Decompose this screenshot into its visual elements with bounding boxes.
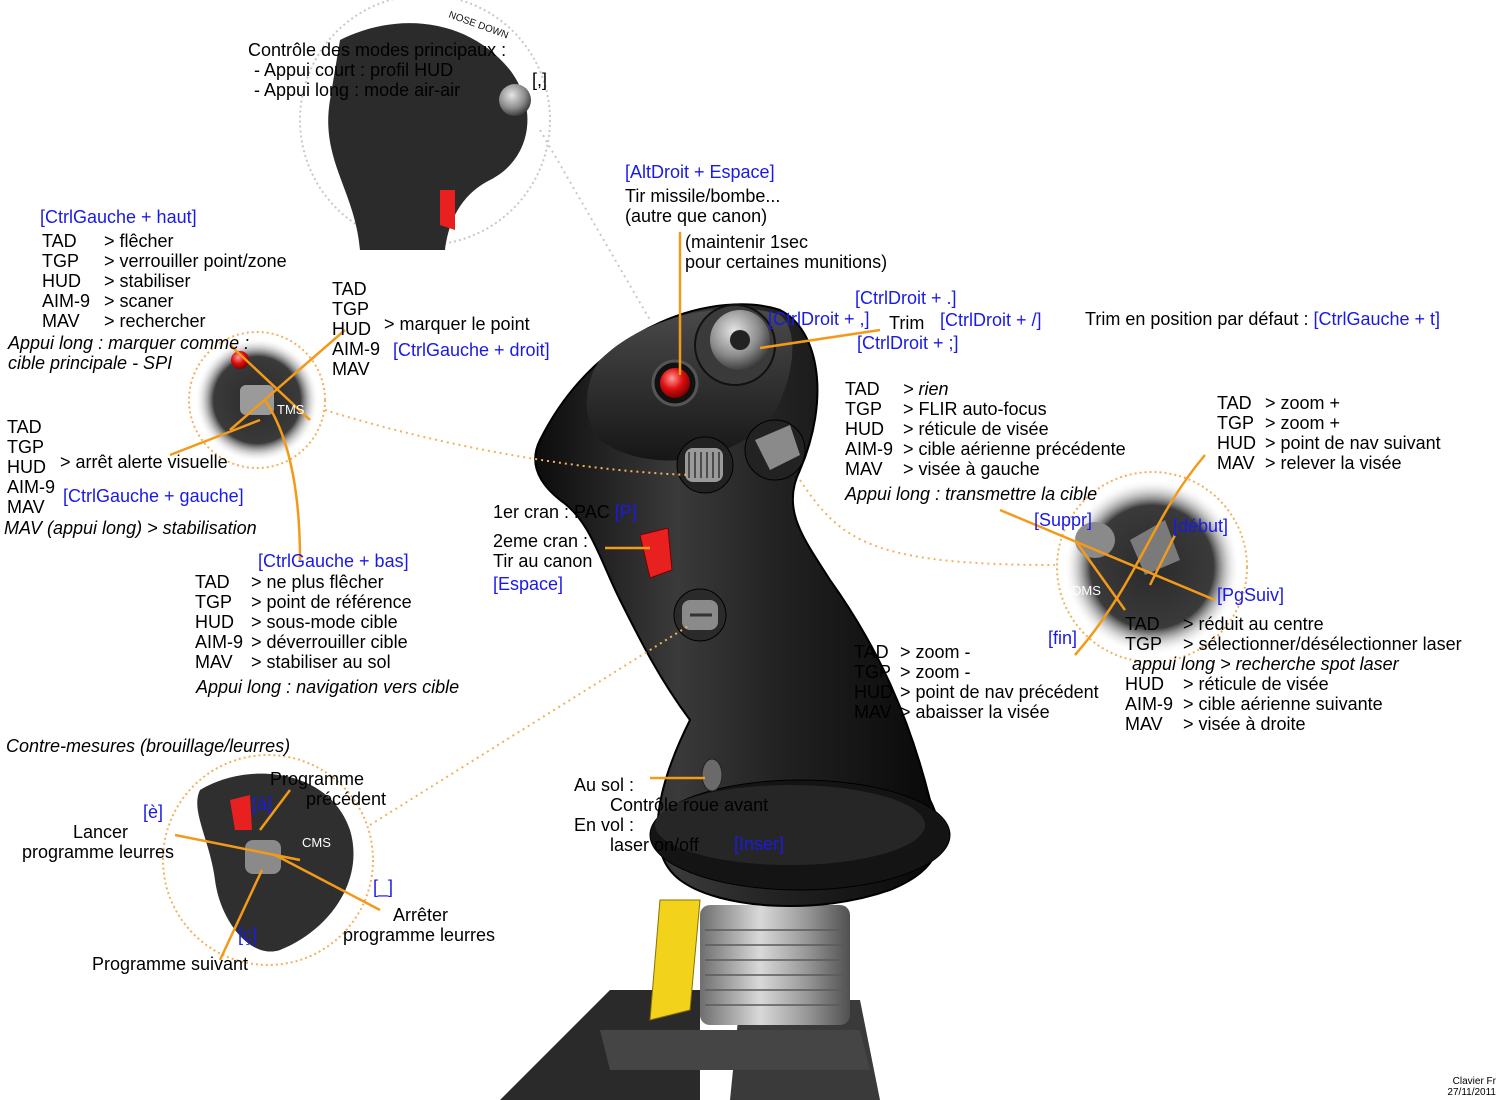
trim-default-text: Trim en position par défaut : [CtrlGauch… [1085,309,1441,329]
tms-down-key: [CtrlGauche + bas] [258,551,409,571]
dms-down-list: TAD> zoom - TGP> zoom - HUD> point de na… [854,642,1099,722]
dms-right-list-bottom: HUD> réticule de visée AIM-9> cible aéri… [1125,674,1383,734]
weapon-release-line2: (autre que canon) [625,206,768,226]
stick-base [500,899,880,1100]
nosewheel-line4: laser on/off [610,835,699,855]
leader-lines [169,232,1216,961]
tms-left-action: > arrêt alerte visuelle [60,452,228,472]
weapon-release-line1: Tir missile/bombe... [625,186,781,206]
tms-hat[interactable] [676,436,734,494]
dms-left-key: [Suppr] [1034,510,1093,530]
credit-date: 27/11/2011 [1447,1087,1496,1098]
trigger-second-1: 2eme cran : [493,531,589,551]
trim-left-key: [CtrlDroit + ,] [768,309,870,329]
master-mode-key: [,] [532,70,548,90]
dms-down-key: [fin] [1048,628,1078,648]
dms-right-key: [PgSuiv] [1217,585,1285,605]
tms-down-list: TAD> ne plus flêcher TGP> point de référ… [195,572,412,672]
tms-up-action-1: > flêcher [104,231,174,251]
dms-left-long: Appui long : transmettre la cible [845,484,1098,504]
tms-up-mode-4: AIM-9 [42,291,91,311]
tms-up-mode-5: MAV [42,311,80,331]
cms-label: CMS [302,835,331,850]
dms-label: DMS [1072,583,1101,598]
tms-right-action: > marquer le point [384,314,530,334]
cms-prev-key: [à] [252,794,273,814]
tms-right-key: [CtrlGauche + droit] [393,340,550,360]
dms-right-list-top: TAD> réduit au centre TGP> sélectionner/… [1125,614,1462,654]
tms-up-action-4: > scaner [104,291,174,311]
cms-stop-1: Arrêter [393,905,449,925]
master-mode-detail [299,0,551,250]
cms-prev-2: précédent [306,789,387,809]
detail-connectors [324,129,1056,826]
tms-up-mode-2: TGP [42,251,80,271]
weapon-release-button[interactable] [651,359,699,407]
nosewheel-line3: En vol : [574,815,635,835]
tms-up-key: [CtrlGauche + haut] [40,207,197,227]
tms-label: TMS [277,402,305,417]
nosewheel-line2: Contrôle roue avant [610,795,769,815]
cms-launch-1: Lancer [73,822,129,842]
dms-left-list: TAD> rien TGP> FLIR auto-focus HUD> réti… [845,379,1126,479]
trim-hat[interactable] [694,304,776,386]
tms-down-long: Appui long : navigation vers cible [196,677,460,697]
tms-left-key: [CtrlGauche + gauche] [63,486,244,506]
master-mode-long: - Appui long : mode air-air [254,80,461,100]
trigger-first: 1er cran : PAC [P] [493,502,637,522]
dms-hat[interactable] [744,419,806,481]
trigger-second-key: [Espace] [493,574,564,594]
cms-hat[interactable] [673,588,727,642]
cms-stop-key: [_] [373,877,394,897]
trim-default-key: [CtrlGauche + t] [1313,309,1441,329]
weapon-release-line3: (maintenir 1sec [685,232,809,252]
trigger-second-2: Tir au canon [493,551,593,571]
tms-up-long-2: cible principale - SPI [8,353,173,373]
cms-detail [162,754,374,966]
cms-next: Programme suivant [92,954,249,974]
nosewheel-line1: Au sol : [574,775,635,795]
stick-grip [534,303,951,907]
cms-launch-2: programme leurres [22,842,175,862]
master-mode-short: - Appui court : profil HUD [254,60,454,80]
tms-up-mode-3: HUD [42,271,81,291]
tms-left-modes: TAD TGP HUD AIM-9 MAV [7,417,56,517]
tms-up-list: TAD > flêcher TGP > verrouiller point/zone… [42,231,287,331]
cms-next-key: [ç] [238,925,258,945]
tms-right-modes: TAD TGP HUD AIM-9 MAV [332,279,381,379]
cms-prev-1: Programme [270,769,365,789]
credit-author: Clavier Fr [1452,1076,1496,1087]
credit: Clavier Fr 27/11/2011 [1426,1076,1496,1098]
master-mode-title: Contrôle des modes principaux : [248,40,507,60]
cms-stop-2: programme leurres [343,925,496,945]
tms-up-action-3: > stabiliser [104,271,191,291]
nosewheel-key: [Inser] [734,834,785,854]
dms-right-long: appui long > recherche spot laser [1132,654,1399,674]
weapon-release-key: [AltDroit + Espace] [625,162,775,182]
tms-up-action-5: > rechercher [104,311,206,331]
nosewheel-button[interactable] [701,758,723,792]
cms-launch-key: [è] [143,802,164,822]
weapon-release-line4: pour certaines munitions) [685,252,888,272]
tms-up-mode-1: TAD [42,231,77,251]
trim-down-key: [CtrlDroit + ;] [857,333,959,353]
tms-up-long-1: Appui long : marquer comme : [8,333,250,353]
trim-up-key: [CtrlDroit + .] [855,288,957,308]
dms-up-list: TAD> zoom + TGP> zoom + HUD> point de na… [1217,393,1441,473]
trim-right-key: [CtrlDroit + /] [940,310,1042,330]
tms-up-action-2: > verrouiller point/zone [104,251,287,271]
cms-title: Contre-mesures (brouillage/leurres) [6,736,291,756]
tms-left-long: MAV (appui long) > stabilisation [4,518,257,538]
trigger[interactable] [639,527,673,579]
dms-up-key: [début] [1173,516,1229,536]
trim-label: Trim [889,313,925,333]
trigger-first-key: [P] [614,502,637,522]
